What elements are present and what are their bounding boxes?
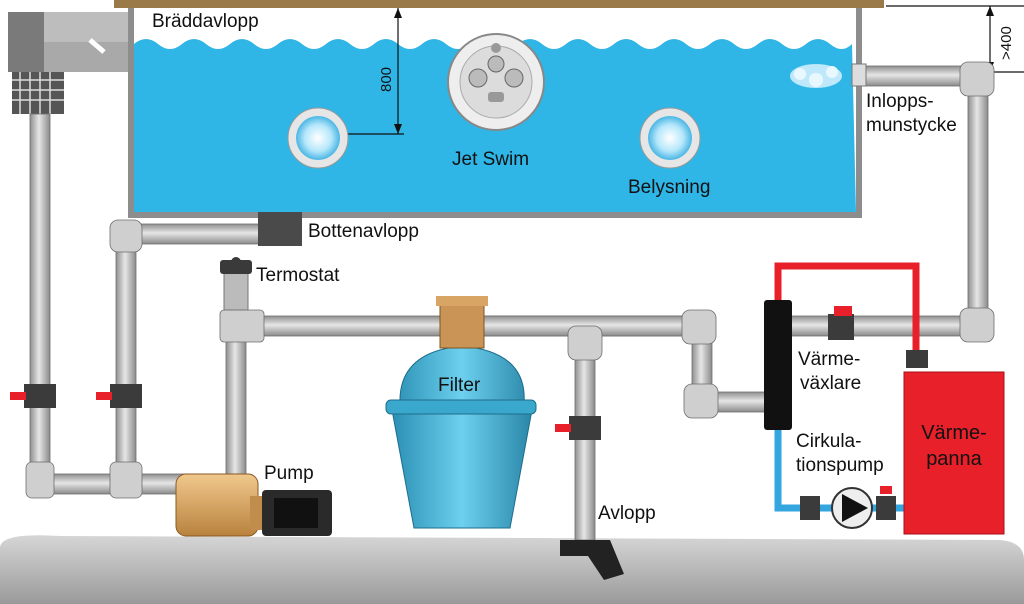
label-heat-exchanger-line2: växlare	[800, 373, 862, 394]
light-right	[639, 107, 701, 169]
label-boiler-line1: Värme-	[921, 422, 987, 444]
boiler-valve	[906, 350, 928, 368]
ground	[0, 535, 1024, 604]
bottom-drain	[258, 212, 302, 246]
deck	[114, 0, 884, 8]
filter-tank	[385, 296, 537, 529]
label-circ-pump-line1: Cirkula-	[796, 431, 862, 452]
label-lighting: Belysning	[628, 177, 711, 198]
pipe-elbows	[25, 61, 995, 499]
label-filter: Filter	[438, 375, 481, 396]
label-inlet-line2: munstycke	[866, 115, 957, 136]
valve-1	[10, 384, 56, 408]
valve-3	[555, 416, 601, 440]
boiler	[903, 371, 1005, 535]
label-inlet-line1: Inlopps-	[866, 91, 934, 112]
circulation-pump	[800, 486, 896, 529]
light-left	[287, 107, 349, 169]
heat-exchanger	[764, 300, 792, 430]
label-drain: Avlopp	[598, 503, 656, 524]
inlet-nozzle	[790, 63, 867, 88]
drain-outlet	[560, 540, 624, 580]
label-bottom-drain: Bottenavlopp	[308, 221, 419, 242]
valves	[10, 306, 854, 440]
label-circ-pump-line2: tionspump	[796, 455, 884, 476]
label-overflow: Bräddavlopp	[152, 11, 259, 32]
label-boiler-line2: panna	[926, 448, 982, 470]
jet-swim-unit	[447, 33, 545, 131]
height-value: >400	[998, 26, 1015, 60]
valve-2	[96, 384, 142, 408]
label-heat-exchanger-line1: Värme-	[798, 349, 861, 370]
skimmer	[8, 12, 128, 114]
hot-water-loop	[774, 262, 920, 356]
valve-4	[828, 306, 854, 340]
label-pump: Pump	[264, 463, 314, 484]
label-jet-swim: Jet Swim	[452, 149, 530, 170]
main-pump	[175, 473, 332, 537]
thermostat	[220, 257, 252, 311]
depth-value: 800	[378, 66, 395, 92]
label-thermostat: Termostat	[256, 265, 340, 286]
